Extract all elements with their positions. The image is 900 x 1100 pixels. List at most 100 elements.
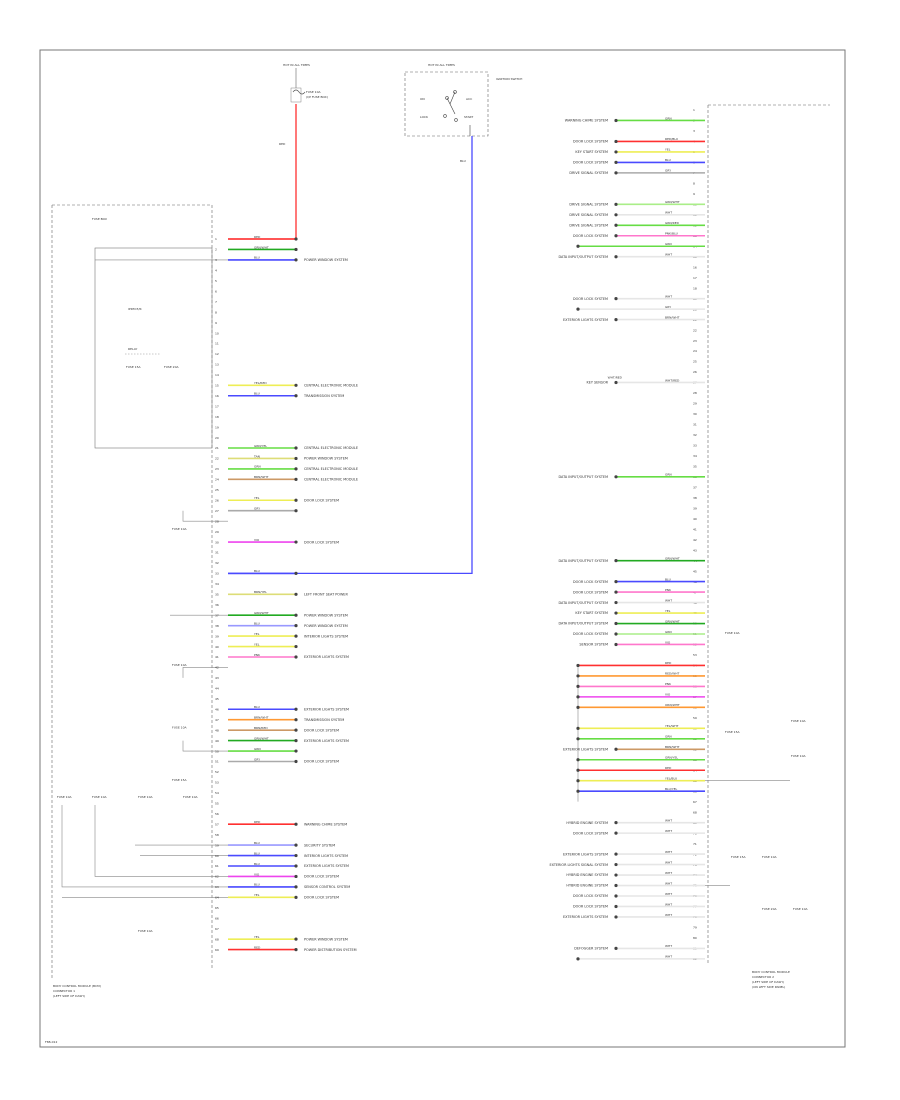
right-pin-number: 37 — [693, 485, 697, 489]
right-connector-row: 75WHTHYBRID ENGINE SYSTEM — [566, 881, 705, 888]
right-connector-row: 80 — [693, 936, 697, 940]
left-caption-line-1: BODY CONTROL MODULE (BCM) — [53, 984, 101, 988]
wire-code: GRN — [665, 735, 672, 739]
splice-dot — [614, 171, 618, 175]
right-pin-number: 24 — [693, 349, 697, 353]
right-connector-row: 63GRN/YEL — [576, 756, 705, 762]
circuit-label: DRIVE SIGNAL SYSTEM — [569, 213, 608, 217]
wire-code: BLU — [254, 256, 260, 260]
wire-code-left: RED — [279, 142, 286, 146]
fuse-label: FUSE 15A — [172, 778, 187, 782]
splice-dot — [294, 759, 298, 764]
right-connector-row: 64RED — [576, 766, 705, 772]
splice-dot — [294, 937, 298, 941]
right-connector-row: 78WHTEXTERIOR LIGHTS SYSTEM — [563, 913, 705, 919]
right-connector-row: 77WHTDOOR LOCK SYSTEM — [573, 902, 705, 909]
fuse-label: FUSE 10A — [791, 719, 806, 723]
left-pin-number: 36 — [215, 603, 219, 607]
left-connector-row: 42 — [215, 666, 219, 670]
splice-dot — [576, 758, 580, 762]
left-connector-row: 65 — [215, 906, 219, 910]
circuit-label: DOOR LOCK SYSTEM — [573, 234, 608, 238]
right-pin-number: 17 — [693, 276, 697, 280]
footer-code: F88-012 — [45, 1040, 57, 1044]
left-pin-number: 20 — [215, 436, 219, 440]
ignition-switch-box — [404, 71, 489, 137]
circuit-label: EXTERIOR LIGHTS SYSTEM — [304, 739, 349, 743]
circuit-label: LEFT FRONT SEAT POWER — [304, 593, 348, 597]
splice-dot — [294, 644, 298, 649]
fuse-label: FUSE 10A — [172, 663, 187, 667]
splice-dot — [576, 684, 580, 689]
circuit-label: POWER WINDOW SYSTEM — [304, 937, 348, 941]
left-pin-number: 63 — [215, 885, 219, 889]
wire-code: YEL — [254, 632, 260, 636]
wire-code: GRN — [665, 473, 672, 477]
splice-dot — [576, 789, 580, 793]
splice-dot — [614, 150, 618, 154]
splice-dot — [614, 118, 618, 123]
left-connector-row: 29 — [215, 530, 219, 534]
right-connector-row: 25 — [693, 360, 697, 364]
wire-code: RED/BLU — [665, 137, 678, 141]
left-connector-row: 6 — [215, 289, 217, 293]
fuse-label-right-side: FUSE 20A — [762, 907, 777, 911]
right-connector-row: 61GRN — [576, 735, 705, 741]
relay-label: RELAY — [128, 347, 138, 351]
wire-code: GRN/WHT — [665, 619, 680, 623]
splice-dot — [294, 948, 298, 952]
left-pin-number: 35 — [215, 593, 219, 597]
fuse-label-left: FUSE 10A — [306, 90, 321, 94]
right-pin-number: 42 — [693, 538, 697, 542]
fuse-label: FUSE 10A — [183, 795, 198, 799]
left-pin-number: 27 — [215, 509, 219, 513]
right-pin-number: 67 — [693, 800, 697, 804]
wire-code: GRN/YEL — [254, 444, 267, 448]
wire-code: GRN/WHT — [254, 736, 269, 740]
right-caption-line-4: (ON LEFT SIDE PANEL) — [752, 985, 785, 989]
splice-dot — [294, 739, 298, 743]
left-pin-number: 43 — [215, 676, 219, 680]
left-pin-number: 5 — [215, 279, 217, 283]
wire-code: WHT — [665, 294, 672, 298]
right-connector-row: 74WHTHYBRID ENGINE SYSTEM — [566, 871, 705, 877]
right-connector-row: 17 — [693, 276, 697, 280]
circuit-label: DOOR LOCK SYSTEM — [573, 831, 608, 835]
circuit-label: HYBRID ENGINE SYSTEM — [566, 884, 608, 888]
left-pin-number: 55 — [215, 802, 219, 806]
fuse-tap-line — [182, 740, 228, 752]
left-pin-number: 12 — [215, 352, 219, 356]
splice-dot — [294, 728, 298, 732]
right-pin-number: 39 — [693, 506, 697, 510]
wire-code: YEL — [665, 609, 671, 613]
right-connector-row: 16 — [693, 265, 697, 269]
circuit-label: DOOR LOCK SYSTEM — [573, 905, 608, 909]
wire-code: BRN/WHT — [665, 745, 680, 749]
left-connector-row: 52 — [215, 770, 219, 774]
left-pin-number: 59 — [215, 843, 219, 847]
right-note: WHT/RED — [608, 375, 623, 379]
left-pin-number: 67 — [215, 927, 219, 931]
wire-code: WHT — [665, 253, 672, 257]
right-connector-row: 42 — [693, 538, 697, 542]
wire-code: YEL/WHT — [665, 724, 679, 728]
splice-dot — [294, 885, 298, 889]
right-connector-row: 70WHTDOOR LOCK SYSTEM — [573, 829, 705, 835]
right-pin-number: 26 — [693, 370, 697, 374]
right-pin-number: 80 — [693, 936, 697, 940]
wire-code: BLU — [665, 577, 671, 581]
circuit-label: DATA INPUT/OUTPUT SYSTEM — [559, 475, 609, 479]
wire-code: WHT — [665, 860, 672, 864]
circuit-label: EXTERIOR LIGHTS SYSTEM — [563, 852, 608, 856]
fuse-label: FUSE 20A — [762, 907, 777, 911]
splice-dot — [294, 843, 298, 847]
left-pin-number: 30 — [215, 540, 219, 544]
